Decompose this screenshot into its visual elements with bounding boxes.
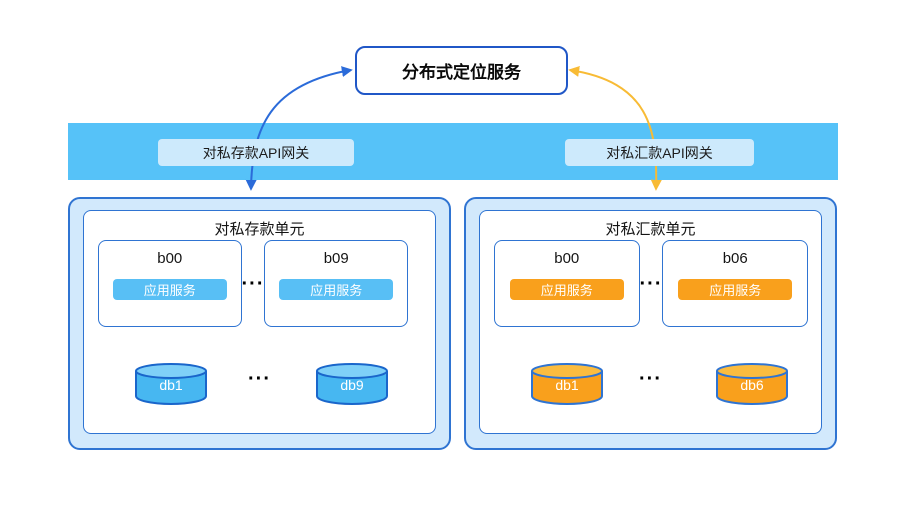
db-ellipsis: ··· (639, 368, 662, 390)
deposit-node-b00: b00 应用服务 (98, 240, 242, 327)
node-name: b00 (554, 250, 580, 267)
app-service-badge: 应用服务 (678, 279, 793, 300)
database-cylinder-icon (135, 363, 207, 405)
deposit-api-gateway-label: 对私存款API网关 (158, 139, 354, 166)
deposit-node-row: b00 应用服务 ··· b09 应用服务 (98, 240, 408, 327)
deposit-db1-cylinder: db1 (134, 362, 208, 406)
node-name: b00 (157, 250, 183, 267)
node-name: b06 (722, 250, 748, 267)
node-ellipsis: ··· (639, 272, 663, 295)
location-service-box: 分布式定位服务 (355, 46, 568, 95)
remit-unit-title: 对私汇款单元 (605, 221, 696, 238)
app-service-badge: 应用服务 (509, 279, 624, 300)
db-label: db1 (159, 377, 183, 393)
remit-node-b00: b00 应用服务 (494, 240, 640, 327)
db-label: db1 (555, 377, 579, 393)
remit-node-row: b00 应用服务 ··· b06 应用服务 (494, 240, 808, 327)
remit-api-gateway-label: 对私汇款API网关 (565, 139, 754, 166)
remit-db6-cylinder: db6 (715, 362, 789, 406)
app-service-badge: 应用服务 (112, 279, 227, 300)
node-ellipsis: ··· (241, 272, 265, 295)
database-cylinder-icon (716, 363, 788, 405)
node-name: b09 (323, 250, 349, 267)
deposit-unit-title: 对私存款单元 (214, 221, 305, 238)
database-cylinder-icon (316, 363, 388, 405)
deposit-node-b09: b09 应用服务 (264, 240, 408, 327)
database-cylinder-icon (531, 363, 603, 405)
db-label: db6 (740, 377, 764, 393)
remit-node-b06: b06 应用服务 (662, 240, 808, 327)
remit-db1-cylinder: db1 (530, 362, 604, 406)
remit-unit-container: 对私汇款单元 b00 应用服务 ··· b06 应用服务 db1 ··· (464, 197, 837, 450)
db-ellipsis: ··· (248, 368, 271, 390)
db-label: db9 (340, 377, 364, 393)
deposit-unit-container: 对私存款单元 b00 应用服务 ··· b09 应用服务 db1 ··· (68, 197, 451, 450)
app-service-badge: 应用服务 (279, 279, 394, 300)
deposit-db9-cylinder: db9 (315, 362, 389, 406)
